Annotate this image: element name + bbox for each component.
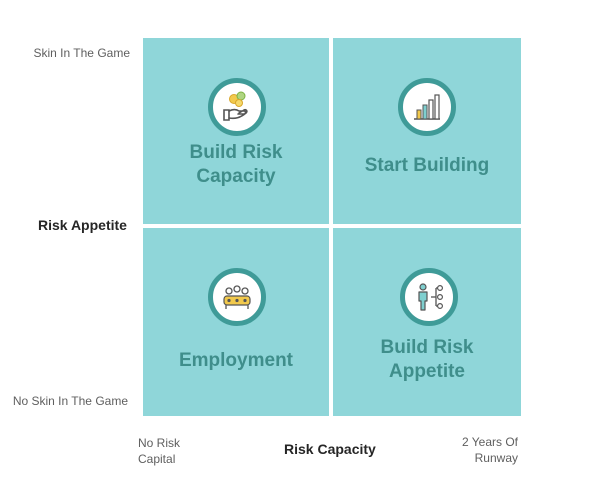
quadrant-build-risk-appetite: Build Risk Appetite — [333, 228, 521, 416]
quadrant-label-line: Build Risk — [189, 142, 283, 163]
quadrant-build-risk-capacity: Build Risk Capacity — [143, 38, 329, 224]
quadrant-label-start-building: Start Building — [333, 154, 521, 178]
quadrant-label-line: Appetite — [389, 361, 465, 382]
quadrant-matrix: Build Risk Capacity Start Building — [143, 38, 521, 416]
hand-coins-icon — [208, 78, 266, 136]
x-axis-left-line: Capital — [138, 452, 176, 466]
quadrant-label-line: Start Building — [364, 155, 490, 176]
team-meeting-icon — [208, 268, 266, 326]
y-axis-bottom-label: No Skin In The Game — [12, 394, 128, 408]
quadrant-label-line: Employment — [178, 350, 294, 371]
quadrant-employment: Employment — [143, 228, 329, 416]
x-axis-right-label: 2 Years Of Runway — [438, 434, 518, 466]
quadrant-start-building: Start Building — [333, 38, 521, 224]
quadrant-label-employment: Employment — [143, 349, 329, 373]
person-network-icon — [400, 268, 458, 326]
x-axis-right-line: Runway — [474, 451, 518, 465]
x-axis-left-line: No Risk — [138, 436, 181, 450]
x-axis-right-line: 2 Years Of — [461, 435, 518, 449]
quadrant-label-build-risk-capacity: Build Risk Capacity — [143, 141, 329, 189]
bar-chart-icon — [398, 78, 456, 136]
x-axis-title: Risk Capacity — [284, 441, 376, 457]
x-axis-left-label: No Risk Capital — [138, 435, 208, 467]
quadrant-label-line: Build Risk — [380, 337, 474, 358]
quadrant-label-build-risk-appetite: Build Risk Appetite — [333, 336, 521, 384]
quadrant-label-line: Capacity — [196, 166, 276, 187]
y-axis-top-label: Skin In The Game — [33, 46, 131, 60]
y-axis-title: Risk Appetite — [38, 217, 127, 233]
